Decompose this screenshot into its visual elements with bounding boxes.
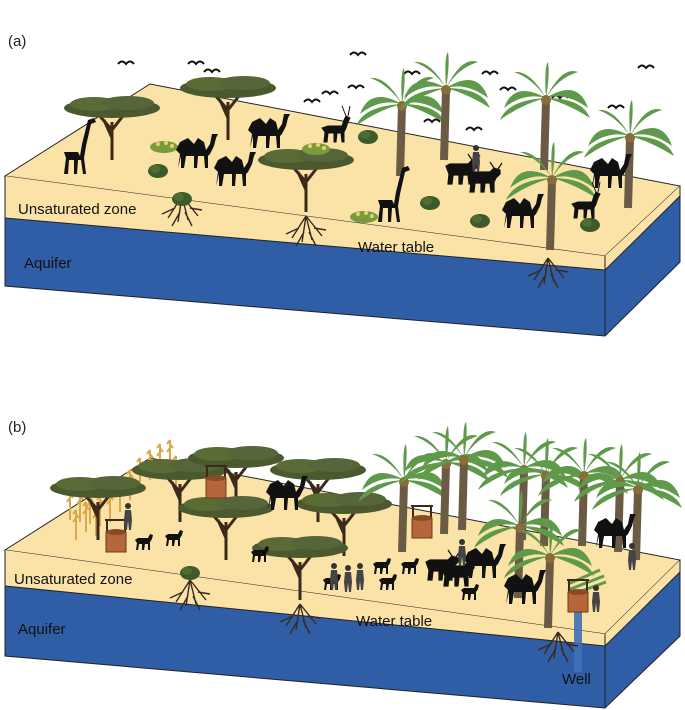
well-shaft: [574, 610, 582, 672]
panel-b-water-table-line: [4, 571, 681, 647]
panel-a-water-table-line: [4, 195, 681, 271]
panel-a-aquifer: [5, 218, 605, 336]
panel-a-label: (a): [8, 33, 26, 50]
panel-b-aquifer: [5, 586, 605, 708]
panel-b-water-table-label: Water table: [356, 613, 432, 630]
panel-a-unsaturated-zone-label: Unsaturated zone: [18, 201, 136, 218]
panel-b-aquifer-label: Aquifer: [18, 621, 66, 638]
panel-a-water-table-label: Water table: [358, 239, 434, 256]
panel-b-unsaturated-zone: [5, 550, 605, 646]
panel-a: (a): [3, 33, 682, 337]
panel-b-label: (b): [8, 419, 26, 436]
panel-b-unsaturated-zone-label: Unsaturated zone: [14, 571, 132, 588]
panel-b: (b): [3, 419, 682, 709]
panel-a-aquifer-label: Aquifer: [24, 255, 72, 272]
panel-b-well-label: Well: [562, 671, 591, 688]
shrub-icon: [180, 566, 200, 580]
